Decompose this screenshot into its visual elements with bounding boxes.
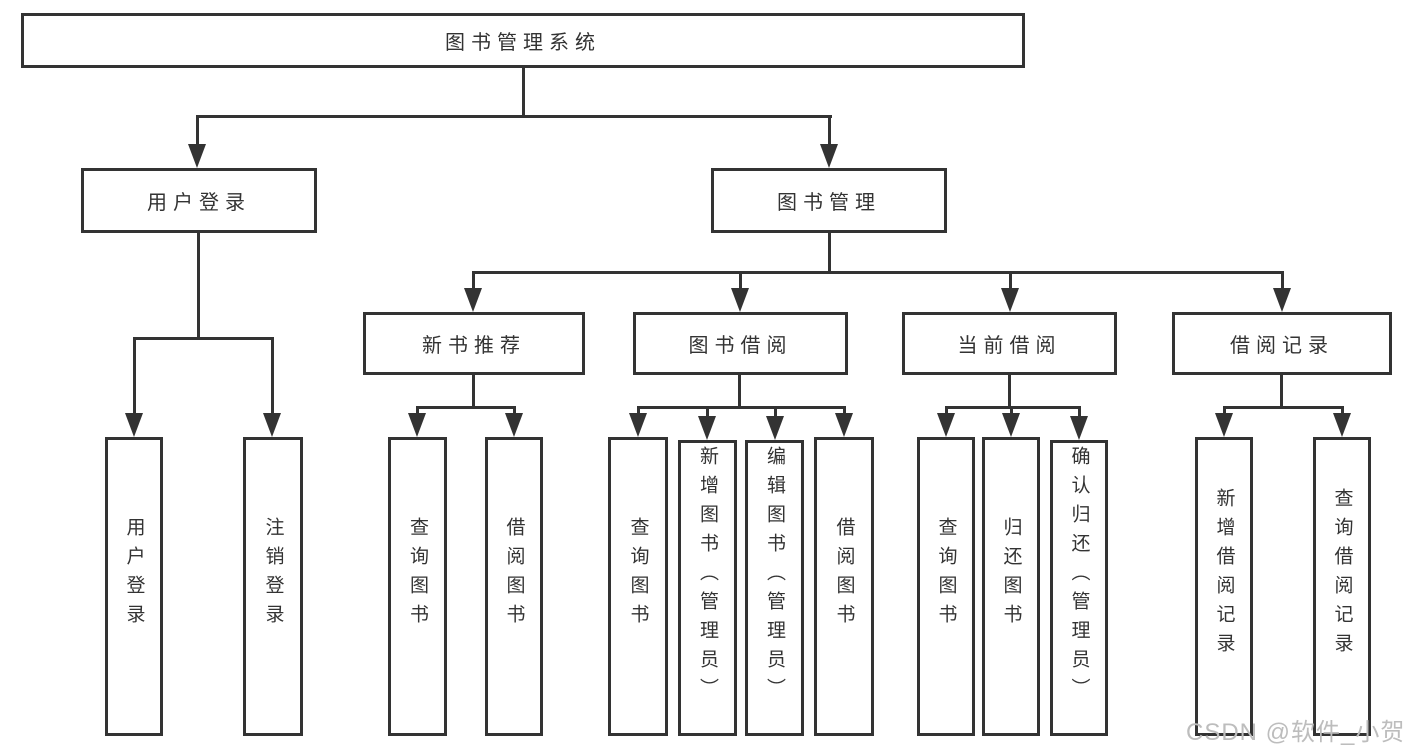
arrow-down-icon bbox=[766, 416, 784, 440]
connector-line bbox=[774, 406, 777, 420]
node-book-management: 图书管理 bbox=[711, 168, 947, 233]
arrow-down-icon bbox=[1333, 413, 1351, 437]
node-book-borrow: 图书借阅 bbox=[633, 312, 848, 375]
arrow-down-icon bbox=[1002, 413, 1020, 437]
arrow-down-icon bbox=[188, 144, 206, 168]
arrow-down-icon bbox=[820, 144, 838, 168]
connector-line bbox=[522, 68, 525, 118]
leaf-return-book: 归还图书 bbox=[982, 437, 1040, 736]
leaf-add-borrow-record: 新增借阅记录 bbox=[1195, 437, 1253, 736]
arrow-down-icon bbox=[698, 416, 716, 440]
connector-line bbox=[416, 406, 419, 417]
connector-line bbox=[1078, 406, 1081, 420]
leaf-query-book: 查询图书 bbox=[917, 437, 975, 736]
node-new-book-recommend: 新书推荐 bbox=[363, 312, 585, 375]
connector-line bbox=[472, 375, 475, 409]
connector-line bbox=[738, 375, 741, 409]
connector-line bbox=[1281, 271, 1284, 292]
leaf-borrow-book: 借阅图书 bbox=[485, 437, 543, 736]
node-current-borrow: 当前借阅 bbox=[902, 312, 1117, 375]
connector-line bbox=[1341, 406, 1344, 417]
connector-line bbox=[1009, 271, 1012, 292]
leaf-user-login: 用户登录 bbox=[105, 437, 163, 736]
leaf-confirm-return-admin: 确认归还（管理员） bbox=[1050, 440, 1108, 736]
arrow-down-icon bbox=[464, 288, 482, 312]
leaf-query-book: 查询图书 bbox=[608, 437, 668, 736]
connector-line bbox=[133, 337, 274, 340]
connector-line bbox=[196, 115, 199, 148]
arrow-down-icon bbox=[937, 413, 955, 437]
arrow-down-icon bbox=[125, 413, 143, 437]
connector-line bbox=[945, 406, 948, 417]
connector-line bbox=[513, 406, 516, 417]
arrow-down-icon bbox=[1215, 413, 1233, 437]
arrow-down-icon bbox=[1001, 288, 1019, 312]
connector-line bbox=[1223, 406, 1226, 417]
connector-line bbox=[133, 337, 136, 417]
arrow-down-icon bbox=[629, 413, 647, 437]
connector-line bbox=[197, 233, 200, 340]
connector-line bbox=[637, 406, 640, 417]
node-borrow-record: 借阅记录 bbox=[1172, 312, 1392, 375]
connector-line bbox=[706, 406, 709, 420]
node-user-login: 用户登录 bbox=[81, 168, 317, 233]
connector-line bbox=[828, 233, 831, 274]
csdn-watermark: CSDN @软件_小贺同学 bbox=[1186, 719, 1405, 746]
node-root-library-system: 图书管理系统 bbox=[21, 13, 1025, 68]
leaf-add-book-admin: 新增图书（管理员） bbox=[678, 440, 737, 736]
leaf-edit-book-admin: 编辑图书（管理员） bbox=[745, 440, 804, 736]
connector-line bbox=[196, 115, 832, 118]
connector-line bbox=[1223, 406, 1343, 409]
leaf-query-book: 查询图书 bbox=[388, 437, 447, 736]
leaf-borrow-book: 借阅图书 bbox=[814, 437, 874, 736]
connector-line bbox=[843, 406, 846, 417]
connector-line bbox=[828, 115, 831, 148]
arrow-down-icon bbox=[408, 413, 426, 437]
connector-line bbox=[472, 271, 1283, 274]
arrow-down-icon bbox=[1070, 416, 1088, 440]
connector-line bbox=[1010, 406, 1013, 417]
connector-line bbox=[271, 337, 274, 417]
leaf-query-borrow-record: 查询借阅记录 bbox=[1313, 437, 1371, 736]
connector-line bbox=[472, 271, 475, 292]
connector-line bbox=[1008, 375, 1011, 409]
arrow-down-icon bbox=[835, 413, 853, 437]
arrow-down-icon bbox=[263, 413, 281, 437]
connector-line bbox=[416, 406, 516, 409]
leaf-logout: 注销登录 bbox=[243, 437, 303, 736]
arrow-down-icon bbox=[1273, 288, 1291, 312]
connector-line bbox=[739, 271, 742, 292]
arrow-down-icon bbox=[731, 288, 749, 312]
connector-line bbox=[637, 406, 846, 409]
arrow-down-icon bbox=[505, 413, 523, 437]
connector-line bbox=[1280, 375, 1283, 409]
